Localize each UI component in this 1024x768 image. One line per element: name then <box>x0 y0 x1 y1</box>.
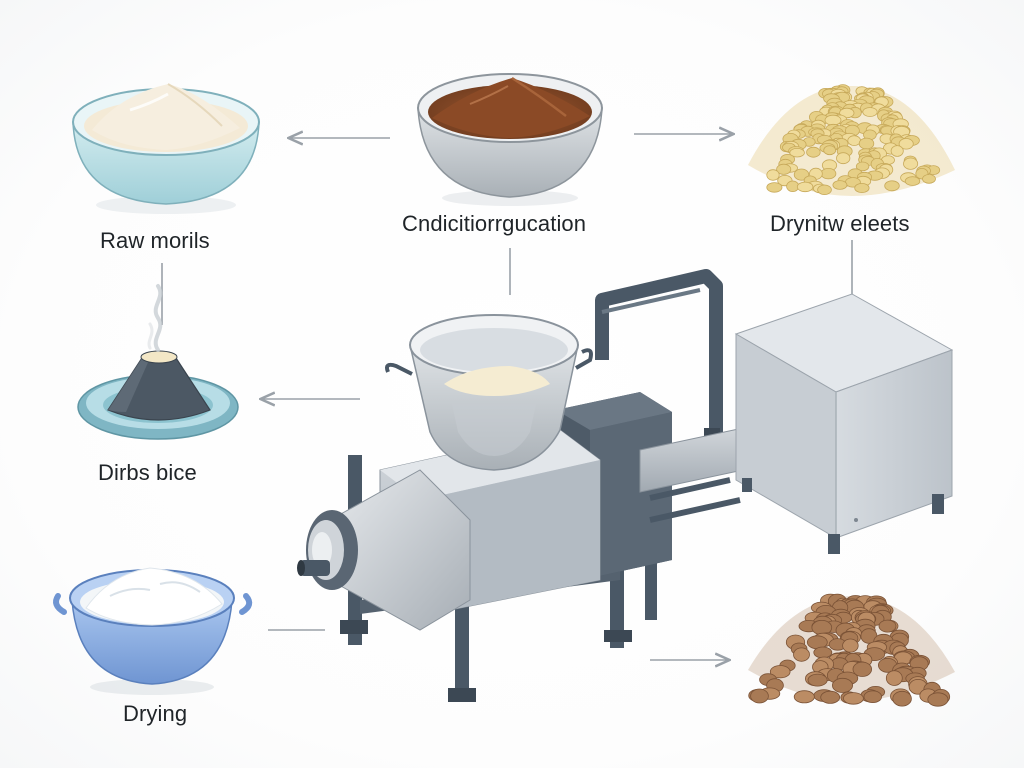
pellet <box>793 647 810 662</box>
pellet <box>854 182 870 193</box>
label-dirbs-bice: Dirbs bice <box>98 460 197 485</box>
dark-pellet-pile-icon <box>748 593 955 707</box>
pellet <box>903 157 919 170</box>
pellet <box>824 114 842 126</box>
light-pellet-pile-icon <box>748 84 955 196</box>
pellet <box>904 176 921 186</box>
steaming-cone-plate-icon <box>77 284 239 440</box>
pellet <box>807 673 828 687</box>
pellet <box>878 619 897 633</box>
pellet <box>898 138 914 150</box>
pellet <box>832 180 848 190</box>
pellet <box>892 690 912 707</box>
pellet <box>884 180 900 192</box>
pellet <box>766 169 780 181</box>
pellet <box>927 692 949 707</box>
pellet <box>813 646 833 659</box>
pellet <box>766 182 783 193</box>
pellet <box>832 677 854 693</box>
pellet <box>885 670 903 686</box>
pellet <box>820 168 837 180</box>
pellet <box>863 690 883 703</box>
pellet <box>823 145 837 156</box>
pellet <box>817 184 832 196</box>
pellet-mill-machine-icon <box>297 269 798 702</box>
label-drying-pellets: Drynitw eleets <box>770 211 910 236</box>
pellet <box>858 137 875 150</box>
label-raw-materials: Raw morils <box>100 228 210 253</box>
steam-icon <box>153 284 163 352</box>
pellet <box>855 161 870 172</box>
pellet <box>750 688 769 704</box>
flour-bowl-icon <box>72 83 260 214</box>
pellet <box>769 665 791 679</box>
dryer-box-icon <box>734 293 954 554</box>
powder-bowl-icon <box>417 73 603 206</box>
pellet <box>793 690 815 704</box>
label-conditioning: Cndicitiorrgucation <box>402 211 587 236</box>
pellet <box>890 145 904 157</box>
pot-icon <box>53 567 253 695</box>
label-drying: Drying <box>123 701 188 726</box>
pellet <box>852 661 873 677</box>
pellet <box>862 107 878 117</box>
pellet <box>836 152 851 165</box>
pellet <box>820 690 841 704</box>
pellet <box>806 146 821 158</box>
pellet <box>789 147 805 158</box>
pellet <box>776 163 792 175</box>
pellet <box>922 174 936 184</box>
pellet <box>847 135 861 146</box>
pellet <box>843 692 864 705</box>
pellet <box>842 638 859 653</box>
pellet <box>796 181 814 193</box>
